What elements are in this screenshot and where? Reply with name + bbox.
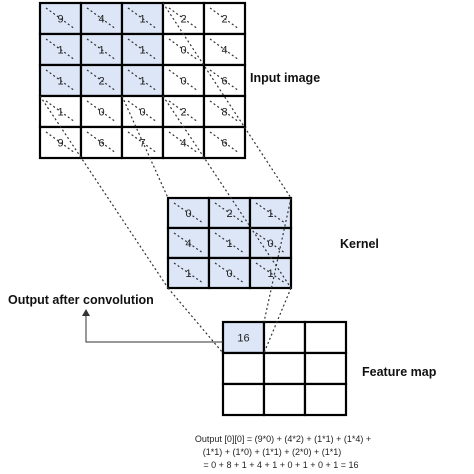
input-image-cell-value: 2 xyxy=(180,14,186,26)
input-image-cell-value: 1 xyxy=(139,76,145,88)
projection-line xyxy=(263,197,292,323)
feature-map-grid: 16 xyxy=(221,320,348,417)
cell-diagonal xyxy=(45,131,76,154)
cell-diagonal xyxy=(209,131,240,154)
input-image-cell-value: 8 xyxy=(221,107,227,119)
feature-map-cell xyxy=(303,382,348,417)
input-image-cell-value: 1 xyxy=(139,45,145,57)
projection-line xyxy=(263,287,292,354)
input-image-cell-value: 1 xyxy=(57,107,63,119)
cell-diagonal xyxy=(209,69,240,92)
cell-diagonal xyxy=(214,262,245,284)
formula-text: Output [0][0] = (9*0) + (4*2) + (1*1) + … xyxy=(195,434,371,470)
cell-diagonal xyxy=(127,38,158,61)
input-image-cell-value: 0 xyxy=(180,45,186,57)
cell-diagonal xyxy=(127,100,158,123)
cell-diagonal xyxy=(173,232,204,254)
cell-diagonal xyxy=(45,100,76,123)
projection-line xyxy=(162,2,292,199)
cell-diagonal xyxy=(127,131,158,154)
kernel-cell-value: 0 xyxy=(267,238,273,250)
feature-map-cell xyxy=(262,351,307,386)
kernel-cell-value: 1 xyxy=(267,268,273,280)
cell-diagonal xyxy=(173,262,204,284)
cell-diagonal xyxy=(255,202,286,224)
projection-lines xyxy=(39,2,292,354)
input-image-cell-value: 0 xyxy=(180,76,186,88)
cell-diagonal xyxy=(214,202,245,224)
kernel-cell-value: 0 xyxy=(226,268,232,280)
input-image-cell-value: 0 xyxy=(139,107,145,119)
input-image-grid: 9 4 1 2 2 1 1 1 0 4 1 2 1 0 6 1 0 0 2 8 9 6 7 4 6 xyxy=(38,1,247,160)
cell-diagonal xyxy=(45,38,76,61)
cell-diagonal xyxy=(209,38,240,61)
feature-map-cell xyxy=(303,320,348,355)
output-after-convolution-label: Output after convolution xyxy=(8,293,154,307)
kernel-cell-value: 1 xyxy=(226,238,232,250)
kernel-cell-value: 2 xyxy=(226,208,232,220)
cell-diagonal xyxy=(86,69,117,92)
input-image-cell-value: 4 xyxy=(98,14,104,26)
cell-diagonal xyxy=(86,38,117,61)
cell-diagonal xyxy=(168,131,199,154)
input-image-cell-value: 2 xyxy=(98,76,104,88)
cell-diagonal xyxy=(255,232,286,254)
feature-map-cell xyxy=(262,320,307,355)
formula-line-3: = 0 + 8 + 1 + 4 + 1 + 0 + 1 + 0 + 1 = 16 xyxy=(203,460,358,470)
cell-diagonal xyxy=(45,7,76,30)
cell-diagonal xyxy=(127,7,158,30)
formula-line-2: (1*1) + (1*0) + (1*1) + (2*0) + (1*1) xyxy=(203,447,342,457)
input-image-label: Input image xyxy=(250,71,320,85)
cell-diagonal xyxy=(168,69,199,92)
output-arrow xyxy=(82,309,223,343)
feature-map-cell xyxy=(221,382,266,417)
kernel-cell-value: 4 xyxy=(185,238,191,250)
projection-line xyxy=(167,287,224,354)
input-image-cell-value: 6 xyxy=(221,138,227,150)
cell-diagonal xyxy=(86,7,117,30)
cell-diagonal xyxy=(45,69,76,92)
kernel-label: Kernel xyxy=(340,237,379,251)
feature-map-label: Feature map xyxy=(362,365,437,379)
input-image-cell-value: 1 xyxy=(139,14,145,26)
input-image-cell-value: 9 xyxy=(57,138,63,150)
cell-diagonal xyxy=(168,100,199,123)
kernel-cell-value: 1 xyxy=(185,268,191,280)
kernel-cell-value: 1 xyxy=(267,208,273,220)
input-image-cell-value: 4 xyxy=(180,138,186,150)
cell-diagonal xyxy=(214,232,245,254)
kernel-cell-value: 0 xyxy=(185,208,191,220)
input-image-cell-value: 2 xyxy=(180,107,186,119)
feature-map-cell xyxy=(303,351,348,386)
input-image-cell-value: 0 xyxy=(98,107,104,119)
cell-diagonal xyxy=(127,69,158,92)
input-image-cell-value: 4 xyxy=(221,45,227,57)
cell-diagonal xyxy=(86,131,117,154)
input-image-cell-value: 6 xyxy=(221,76,227,88)
cell-diagonal xyxy=(86,100,117,123)
feature-map-cell xyxy=(221,351,266,386)
input-image-cell-value: 2 xyxy=(221,14,227,26)
input-image-cell-value: 7 xyxy=(139,138,145,150)
input-image-cell-value: 1 xyxy=(57,76,63,88)
kernel-cell xyxy=(248,196,293,230)
formula-line-1: Output [0][0] = (9*0) + (4*2) + (1*1) + … xyxy=(195,434,371,444)
input-image-cell-value: 6 xyxy=(98,138,104,150)
cell-diagonal xyxy=(209,7,240,30)
kernel-grid: 0 2 1 4 1 0 1 0 1 xyxy=(166,196,293,290)
cell-diagonal xyxy=(209,100,240,123)
cell-diagonal xyxy=(168,38,199,61)
projection-line xyxy=(121,95,169,199)
feature-map-cell xyxy=(262,382,307,417)
cell-diagonal xyxy=(255,262,286,284)
feature-map-cell-value: 16 xyxy=(237,333,249,345)
arrow-line xyxy=(85,314,223,343)
cell-diagonal xyxy=(168,7,199,30)
cell-diagonal xyxy=(173,202,204,224)
input-image-cell-value: 1 xyxy=(57,45,63,57)
input-image-cell-value: 9 xyxy=(57,14,63,26)
arrow-head xyxy=(82,309,90,316)
input-image-cell-value: 1 xyxy=(98,45,104,57)
